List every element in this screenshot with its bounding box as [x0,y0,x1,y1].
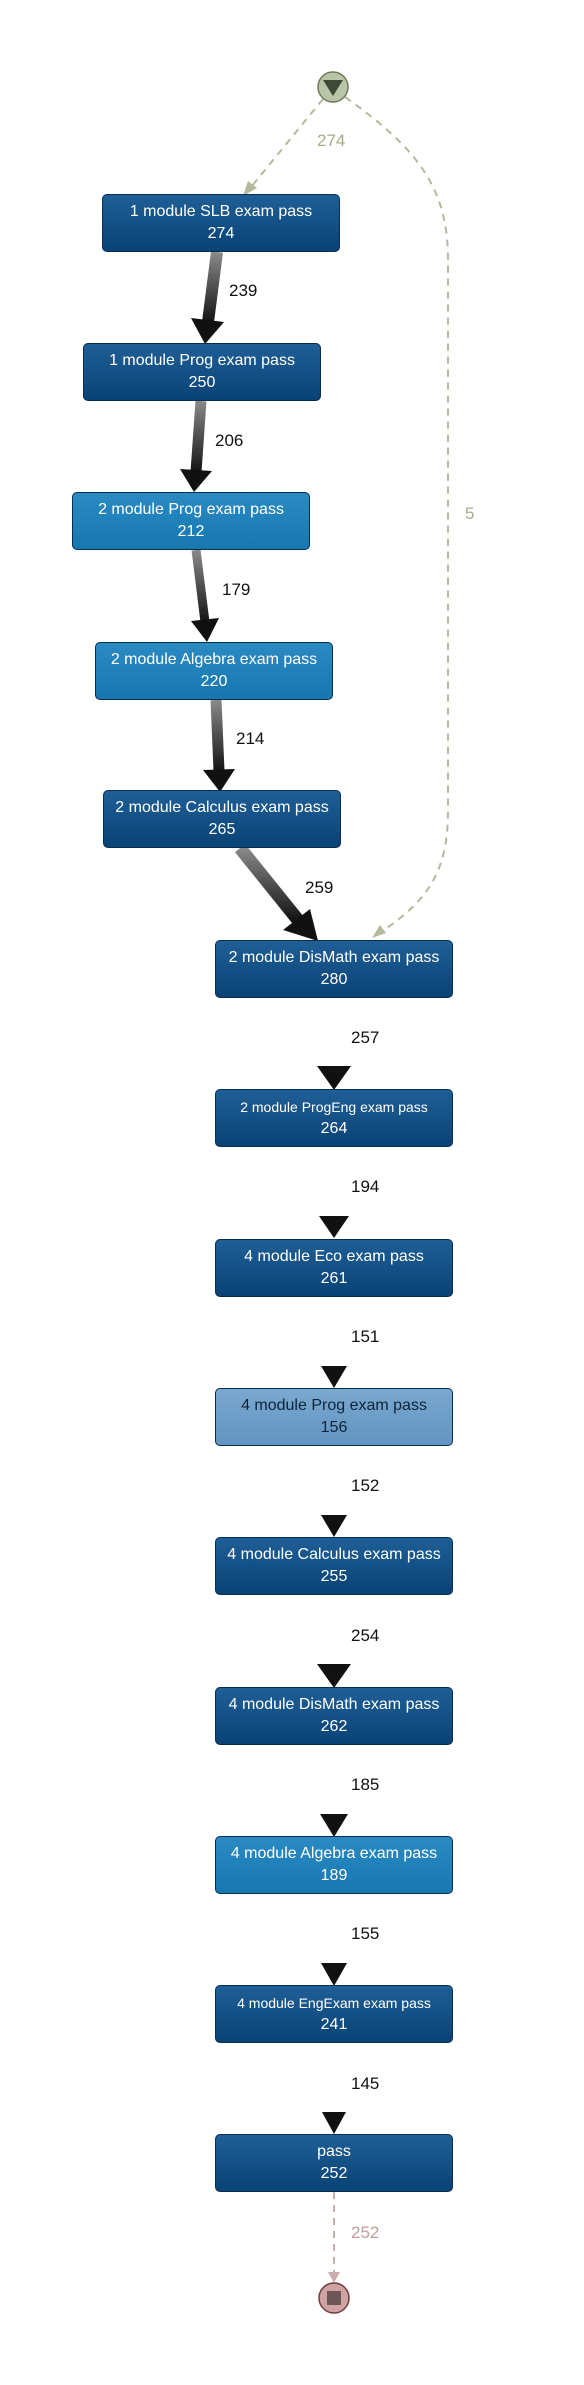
edge-label-n2-n3: 206 [215,431,244,450]
node-2-module-dismath-exam-pass[interactable]: 2 module DisMath exam pass 280 [215,940,453,998]
node-label: 1 module Prog exam pass [109,352,295,369]
edge-n13-n14 [322,2043,346,2134]
node-2-module-prog-exam-pass[interactable]: 2 module Prog exam pass 212 [72,492,310,550]
node-count: 265 [208,821,236,838]
node-count: 220 [200,673,228,690]
node-4-module-dismath-exam-pass[interactable]: 4 module DisMath exam pass 262 [215,1687,453,1745]
node-4-module-algebra-exam-pass[interactable]: 4 module Algebra exam pass 189 [215,1836,453,1894]
node-count: 250 [188,374,216,391]
node-count: 241 [320,2016,348,2033]
edge-label-n11-n12: 185 [351,1775,380,1794]
node-label: 4 module DisMath exam pass [228,1696,440,1713]
node-label: 2 module ProgEng exam pass [240,1099,428,1115]
edge-label-start-n6: 5 [465,504,475,523]
node-label: 2 module DisMath exam pass [228,949,440,966]
edge-label-start-n1: 274 [317,131,346,150]
edge-start-n6-arrow [372,925,386,938]
node-4-module-engexam-exam-pass[interactable]: 4 module EngExam exam pass 241 [215,1985,453,2043]
edge-label-n7-n8: 194 [351,1177,380,1196]
node-label: 4 module Calculus exam pass [227,1546,441,1563]
node-count: 274 [207,225,235,242]
node-count: 261 [320,1270,348,1287]
node-count: 252 [320,2165,348,2182]
edge-start-n1 [246,98,324,193]
edge-n14-end-arrow [328,2272,340,2283]
node-label: pass [317,2143,351,2160]
edge-n2-n3 [180,400,212,492]
node-label: 4 module EngExam exam pass [237,1995,431,2011]
edge-n9-n10 [321,1446,347,1537]
node-2-module-progeng-exam-pass[interactable]: 2 module ProgEng exam pass 264 [215,1089,453,1147]
node-label: 1 module SLB exam pass [129,203,313,220]
node-1-module-prog-exam-pass[interactable]: 1 module Prog exam pass 250 [83,343,321,401]
edge-label-n6-n7: 257 [351,1028,380,1047]
start-marker [317,71,349,103]
edge-label-n1-n2: 239 [229,281,258,300]
edge-n4-n5 [203,699,235,792]
node-count: 280 [320,971,348,988]
node-label: 4 module Prog exam pass [241,1397,427,1414]
edge-n8-n9 [321,1297,347,1388]
edge-label-n13-n14: 145 [351,2074,380,2093]
node-2-module-calculus-exam-pass[interactable]: 2 module Calculus exam pass 265 [103,790,341,848]
edge-label-n9-n10: 152 [351,1476,380,1495]
edge-n5-n6 [234,843,318,941]
node-label: 4 module Eco exam pass [244,1248,424,1265]
edge-n10-n11 [317,1595,351,1688]
node-label: 4 module Algebra exam pass [230,1845,438,1862]
edge-label-n14-end: 252 [351,2223,380,2242]
node-count: 262 [320,1718,348,1735]
node-count: 255 [320,1568,348,1585]
edge-label-n12-n13: 155 [351,1924,380,1943]
node-count: 264 [320,1120,348,1137]
edge-n1-n2 [191,251,224,344]
node-4-module-eco-exam-pass[interactable]: 4 module Eco exam pass 261 [215,1239,453,1297]
edge-label-n3-n4: 179 [222,580,251,599]
node-2-module-algebra-exam-pass[interactable]: 2 module Algebra exam pass 220 [95,642,333,700]
edge-label-n5-n6: 259 [305,878,334,897]
edge-n3-n4 [191,549,219,642]
edge-n6-n7 [317,998,351,1090]
edge-label-n10-n11: 254 [351,1626,380,1645]
edge-start-n6 [344,96,449,935]
edge-n11-n12 [320,1745,348,1837]
node-label: 2 module Calculus exam pass [115,799,329,816]
node-count: 212 [177,523,205,540]
edge-start-n1-arrow [243,181,257,196]
edge-label-n8-n9: 151 [351,1327,380,1346]
node-1-module-slb-exam-pass[interactable]: 1 module SLB exam pass 274 [102,194,340,252]
node-label: 2 module Prog exam pass [98,501,284,518]
node-pass[interactable]: pass 252 [215,2134,453,2192]
node-count: 156 [320,1419,348,1436]
node-label: 2 module Algebra exam pass [110,651,318,668]
edge-label-n4-n5: 214 [236,729,265,748]
end-marker [318,2282,350,2314]
node-count: 189 [320,1867,348,1884]
node-4-module-prog-exam-pass[interactable]: 4 module Prog exam pass 156 [215,1388,453,1446]
edge-n7-n8 [319,1147,349,1238]
node-4-module-calculus-exam-pass[interactable]: 4 module Calculus exam pass 255 [215,1537,453,1595]
edge-n12-n13 [321,1894,347,1986]
